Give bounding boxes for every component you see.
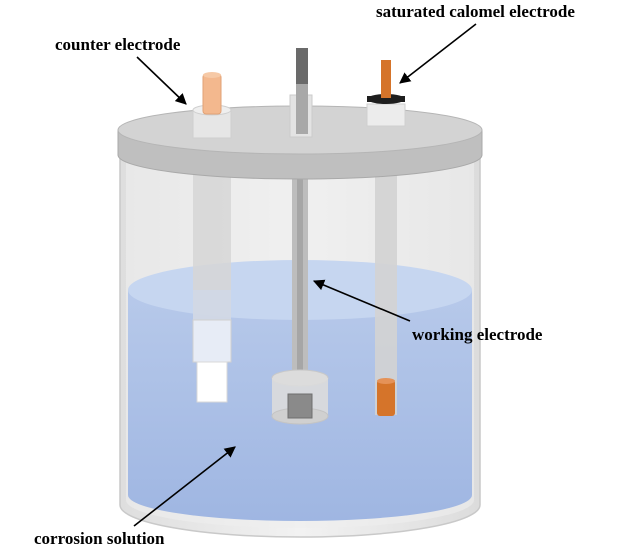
working-electrode-sample xyxy=(287,393,313,419)
counter-electrode-assembly xyxy=(192,170,232,403)
calomel-electrode-port xyxy=(366,60,406,127)
working-electrode-rod-top xyxy=(296,48,308,84)
saturated-calomel-electrode-label: saturated calomel electrode xyxy=(376,2,575,21)
counter-electrode-connector xyxy=(202,73,222,115)
counter-electrode-label: counter electrode xyxy=(55,35,181,54)
corrosion-solution-label: corrosion solution xyxy=(34,529,165,548)
counter-electrode-port xyxy=(192,72,232,139)
counter-electrode-plate xyxy=(196,361,228,403)
calomel-electrode-tip xyxy=(377,380,395,416)
calomel-electrode-connector xyxy=(381,60,391,98)
working-electrode-label: working electrode xyxy=(412,325,543,344)
working-electrode-arrow xyxy=(312,279,411,322)
calomel-electrode-arrow xyxy=(399,23,477,84)
counter-electrode-arrow xyxy=(136,56,187,105)
working-electrode-assembly xyxy=(271,170,329,425)
calomel-electrode-assembly xyxy=(375,175,397,416)
working-electrode-port xyxy=(289,48,313,138)
corrosion-solution-arrow xyxy=(133,446,236,527)
